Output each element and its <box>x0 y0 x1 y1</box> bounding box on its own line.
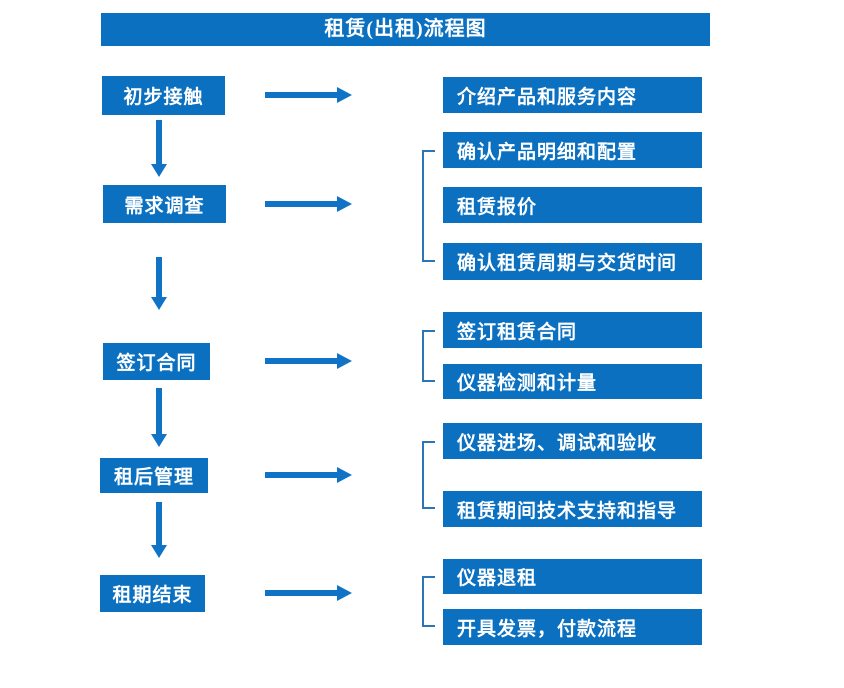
detail-confirm-period-delivery: 确认租赁周期与交货时间 <box>443 243 702 280</box>
right-arrow-icon-2 <box>265 201 337 207</box>
right-arrow-icon-1 <box>265 92 337 98</box>
step-demand-survey: 需求调查 <box>103 185 226 223</box>
group-bracket-sign-contract <box>422 330 435 382</box>
group-bracket-post-rental <box>422 441 435 509</box>
down-arrow-icon-3 <box>156 388 162 434</box>
detail-technical-support-guidance: 租赁期间技术支持和指导 <box>443 491 702 527</box>
detail-rental-quotation: 租赁报价 <box>443 187 702 223</box>
down-arrow-icon-4 <box>156 502 162 545</box>
detail-instrument-return: 仪器退租 <box>443 559 702 594</box>
right-arrow-icon-3 <box>265 358 337 364</box>
detail-confirm-product-config: 确认产品明细和配置 <box>443 132 702 168</box>
detail-instrument-testing-metering: 仪器检测和计量 <box>443 364 702 399</box>
detail-sign-rental-contract: 签订租赁合同 <box>443 312 702 348</box>
right-arrow-icon-5 <box>265 590 337 596</box>
step-sign-contract: 签订合同 <box>103 343 210 380</box>
flowchart-title: 租赁(出租)流程图 <box>101 13 710 46</box>
down-arrow-icon-1 <box>156 120 162 164</box>
step-lease-end: 租期结束 <box>100 575 205 612</box>
group-bracket-lease-end <box>422 576 435 627</box>
step-post-rental-management: 租后管理 <box>100 458 208 493</box>
group-bracket-demand-survey <box>422 150 435 262</box>
detail-invoice-payment-process: 开具发票，付款流程 <box>443 609 702 645</box>
step-initial-contact: 初步接触 <box>102 76 225 115</box>
detail-introduce-products-services: 介绍产品和服务内容 <box>443 77 702 113</box>
right-arrow-icon-4 <box>265 472 337 478</box>
detail-instrument-setup-acceptance: 仪器进场、调试和验收 <box>443 423 702 459</box>
down-arrow-icon-2 <box>156 257 162 297</box>
